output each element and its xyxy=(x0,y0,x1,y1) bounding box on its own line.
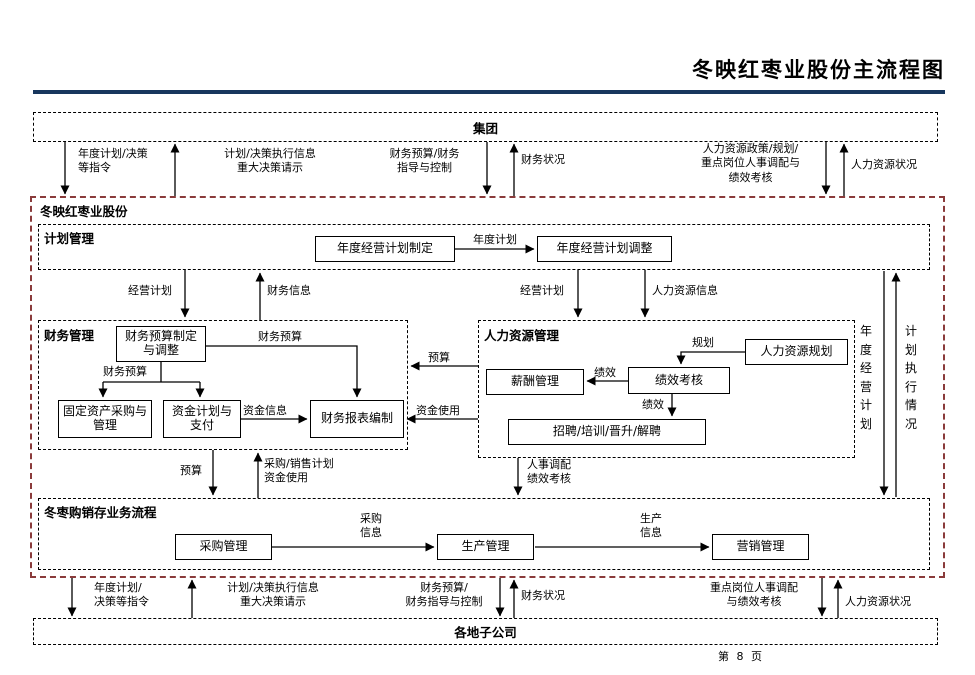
label-top-plan-down: 年度计划/决策 等指令 xyxy=(78,147,148,175)
box-fund-plan: 资金计划与支付 xyxy=(163,400,241,438)
group-box: 集团 xyxy=(33,112,938,142)
label-top-plan-up: 计划/决策执行信息 重大决策请示 xyxy=(224,147,316,175)
section-finance: 财务管理 xyxy=(38,320,408,450)
box-annual-plan-adjust: 年度经营计划调整 xyxy=(537,236,672,262)
flow-line xyxy=(103,362,200,383)
label-top-hr-up: 人力资源状况 xyxy=(851,158,917,171)
box-report: 财务报表编制 xyxy=(310,400,404,438)
box-purchase: 采购管理 xyxy=(175,534,272,560)
box-annual-plan-make: 年度经营计划制定 xyxy=(315,236,455,262)
section-finance-label: 财务管理 xyxy=(44,328,95,343)
label-plan-execution-vertical: 计划执行情况 xyxy=(904,324,917,431)
label-budget-to-report: 财务预算 xyxy=(258,330,302,343)
label-budget-mid: 预算 xyxy=(428,351,450,364)
label-budget-split: 财务预算 xyxy=(103,365,147,378)
section-hr-label: 人力资源管理 xyxy=(484,328,560,343)
label-purchase-sales-plan: 采购/销售计划 资金使用 xyxy=(264,457,334,485)
label-mgmt-plan-left: 经营计划 xyxy=(128,284,172,297)
label-bottom-hr-up: 人力资源状况 xyxy=(845,595,911,608)
section-business: 冬枣购销存业务流程 xyxy=(38,498,930,570)
label-top-finance-down: 财务预算/财务 指导与控制 xyxy=(389,147,460,175)
label-mgmt-plan-right: 经营计划 xyxy=(520,284,564,297)
label-bottom-hr-down: 重点岗位人事调配 与绩效考核 xyxy=(710,581,798,609)
flow-arrow xyxy=(206,345,362,398)
group-label: 集团 xyxy=(472,120,498,136)
label-bottom-plan-down: 年度计划/ 决策等指令 xyxy=(94,581,149,609)
label-annual-mgmt-plan-vertical: 年度经营计划 xyxy=(859,324,872,431)
subsidiaries-label: 各地子公司 xyxy=(454,625,517,640)
box-budget-make: 财务预算制定与调整 xyxy=(116,326,206,362)
box-performance: 绩效考核 xyxy=(628,367,730,394)
flow-arrow xyxy=(676,351,745,365)
label-annual-plan: 年度计划 xyxy=(473,233,517,246)
subsidiaries-box: 各地子公司 xyxy=(33,618,938,645)
section-plan-label: 计划管理 xyxy=(44,231,95,246)
label-purchase-info: 采购 信息 xyxy=(360,512,382,540)
main-title: 冬映红枣业股份主流程图 xyxy=(692,57,945,82)
section-plan: 计划管理 xyxy=(38,224,930,270)
box-fixed-assets: 固定资产采购与管理 xyxy=(58,400,152,438)
label-budget-down: 预算 xyxy=(180,464,202,477)
label-bottom-plan-up: 计划/决策执行信息 重大决策请示 xyxy=(227,581,319,609)
flow-arrows xyxy=(60,142,901,618)
box-production: 生产管理 xyxy=(437,534,534,560)
label-production-info: 生产 信息 xyxy=(640,512,662,540)
box-recruit: 招聘/培训/晋升/解聘 xyxy=(508,419,706,445)
label-bottom-finance-up: 财务状况 xyxy=(521,589,565,602)
page-number: 第 8 页 xyxy=(718,650,764,663)
label-hr-info: 人力资源信息 xyxy=(652,284,718,297)
box-salary: 薪酬管理 xyxy=(486,369,584,395)
box-hr-planning: 人力资源规划 xyxy=(745,339,848,365)
section-business-label: 冬枣购销存业务流程 xyxy=(44,505,157,520)
label-hr-transfer: 人事调配 绩效考核 xyxy=(527,458,571,486)
label-fund-use: 资金使用 xyxy=(416,404,460,417)
box-marketing: 营销管理 xyxy=(712,534,809,560)
title-underline xyxy=(33,90,945,94)
label-perf-left: 绩效 xyxy=(594,366,616,379)
label-bottom-finance-down: 财务预算/ 财务指导与控制 xyxy=(405,581,483,609)
company-label: 冬映红枣业股份 xyxy=(40,204,128,219)
label-finance-info: 财务信息 xyxy=(267,284,311,297)
label-top-finance-up: 财务状况 xyxy=(521,153,565,166)
label-fund-info: 资金信息 xyxy=(243,404,287,417)
label-top-hr-down: 人力资源政策/规划/ 重点岗位人事调配与 绩效考核 xyxy=(701,142,800,184)
label-perf-down: 绩效 xyxy=(642,398,664,411)
company-box: 冬映红枣业股份 xyxy=(30,196,945,578)
section-hr: 人力资源管理 xyxy=(478,320,855,458)
label-planning: 规划 xyxy=(692,336,714,349)
